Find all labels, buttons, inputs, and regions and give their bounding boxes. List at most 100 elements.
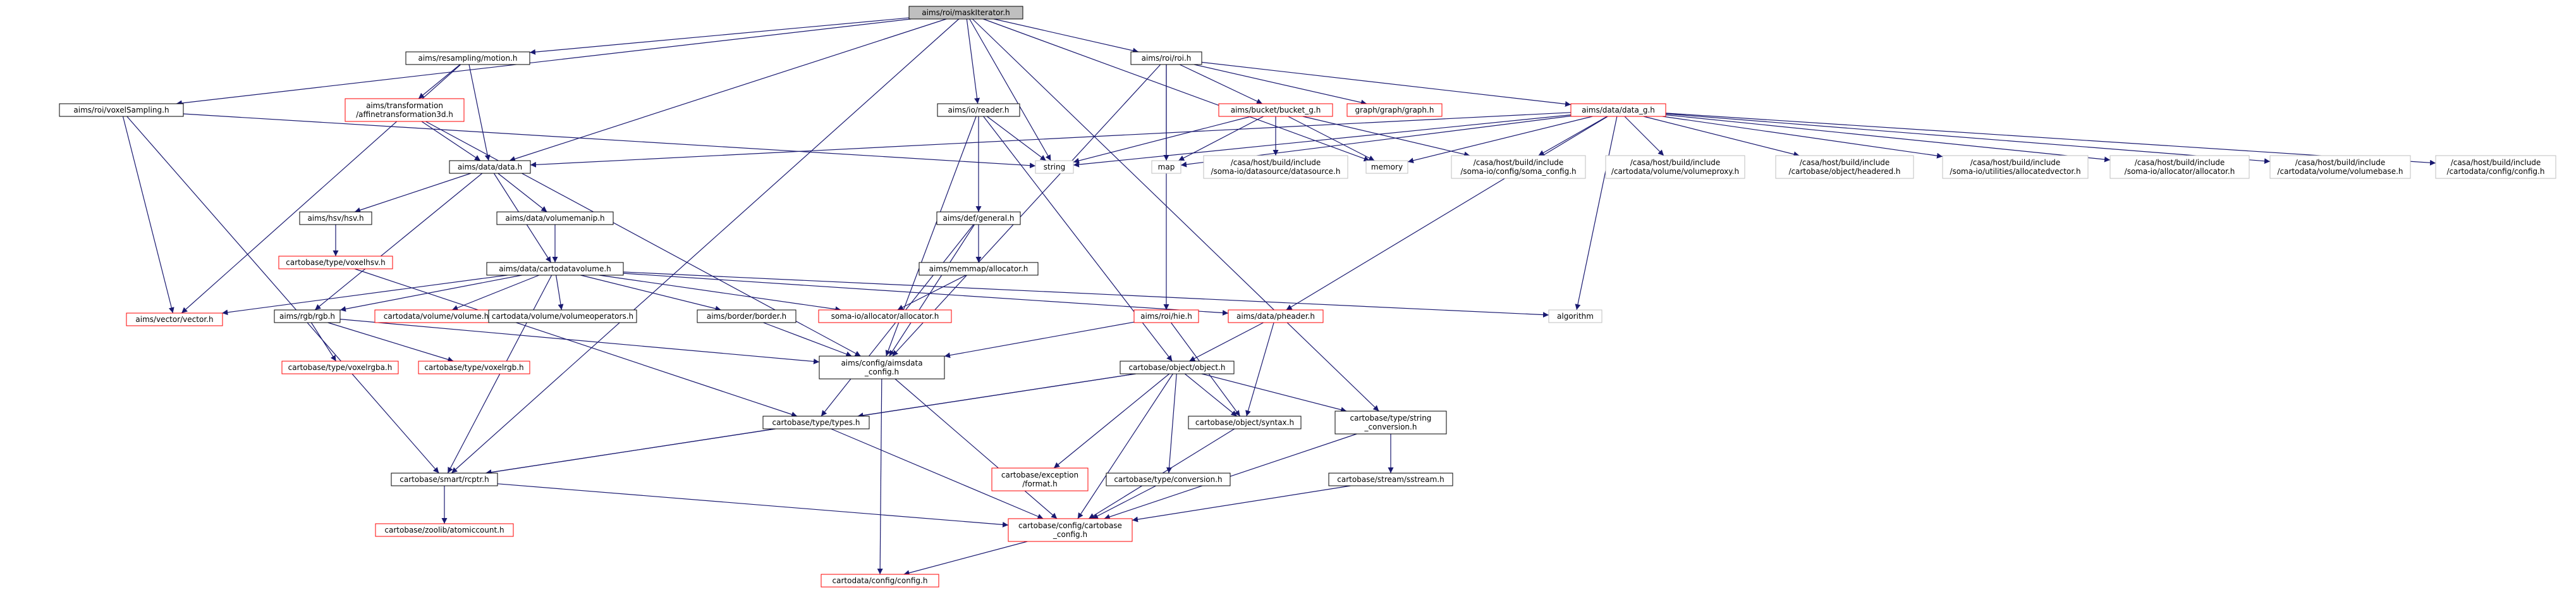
node-conv[interactable]: cartobase/type/conversion.h: [1106, 472, 1231, 486]
edge-cartovol-to-somaalloc: [599, 275, 841, 312]
node-hsv[interactable]: aims/hsv/hsv.h: [299, 211, 372, 225]
node-volbase: /casa/host/build/include/cartodata/volum…: [2269, 155, 2411, 179]
node-volmanip[interactable]: aims/data/volumemanip.h: [496, 211, 614, 225]
edge-types-to-cbconfig: [831, 428, 1044, 519]
edge-bucket-to-somaconfig: [1302, 116, 1470, 157]
node-box-cdconfig: [2435, 155, 2556, 179]
node-label-volproxy-0: /casa/host/build/include: [1630, 158, 1721, 167]
node-types[interactable]: cartobase/type/types.h: [762, 416, 870, 429]
edge-cartovol-to-border: [580, 275, 721, 312]
edge-roih-to-bucket: [1179, 64, 1263, 104]
node-label-cdconf2-0: cartodata/config/config.h: [833, 576, 928, 585]
node-label-aimsdata-1: _config.h: [864, 367, 899, 376]
node-border[interactable]: aims/border/border.h: [697, 309, 797, 323]
node-aimsdata[interactable]: aims/config/aimsdata_config.h: [819, 355, 945, 380]
edge-aimsdata-to-cbconfig: [894, 378, 1058, 519]
node-cbconfig[interactable]: cartobase/config/cartobase_config.h: [1008, 518, 1133, 542]
edge-aimsdata-to-cdconf2: [877, 378, 883, 575]
edge-voxhsv-to-types: [354, 268, 798, 417]
node-label-types-0: cartobase/type/types.h: [772, 418, 860, 427]
edge-datah-to-rgb: [314, 173, 483, 311]
node-strconv[interactable]: cartobase/type/string_conversion.h: [1334, 411, 1447, 435]
node-pheader[interactable]: aims/data/pheader.h: [1228, 309, 1324, 323]
node-sstream[interactable]: cartobase/stream/sstream.h: [1328, 472, 1453, 486]
node-cdconf2[interactable]: cartodata/config/config.h: [821, 574, 939, 588]
node-rgb[interactable]: aims/rgb/rgb.h: [274, 309, 341, 323]
node-roih[interactable]: aims/roi/roi.h: [1130, 51, 1202, 65]
node-box-general: [936, 211, 1021, 225]
node-mmap[interactable]: aims/memmap/allocator.h: [919, 262, 1039, 276]
node-box-conv: [1106, 472, 1231, 486]
edge-roih-to-graphg: [1193, 64, 1367, 106]
node-affine[interactable]: aims/transformation/affinetransformation…: [345, 98, 465, 122]
node-fwd[interactable]: aims/roi/hie.h: [1133, 309, 1199, 323]
node-somaconfig: /casa/host/build/include/soma-io/config/…: [1451, 155, 1586, 179]
node-voxrgba[interactable]: cartobase/type/voxelrgba.h: [281, 361, 399, 374]
node-bucket[interactable]: aims/bucket/bucket_g.h: [1218, 103, 1333, 117]
node-label-conv-0: cartobase/type/conversion.h: [1114, 475, 1222, 484]
node-label-resamp-0: aims/resampling/motion.h: [418, 54, 517, 63]
node-vecvec[interactable]: aims/vector/vector.h: [126, 312, 223, 326]
node-label-volproxy-1: /cartodata/volume/volumeproxy.h: [1611, 167, 1739, 176]
node-label-somaalloc-0: soma-io/allocator/allocator.h: [831, 312, 939, 321]
node-datag[interactable]: aims/data/data_g.h: [1570, 103, 1666, 117]
node-label-datasource-0: /casa/host/build/include: [1231, 158, 1321, 167]
node-box-graphg: [1346, 103, 1443, 117]
node-label-headered-0: /casa/host/build/include: [1800, 158, 1890, 167]
node-resamp[interactable]: aims/resampling/motion.h: [405, 51, 530, 65]
node-label-vecvec-0: aims/vector/vector.h: [135, 315, 213, 324]
node-box-syntax: [1188, 416, 1302, 429]
node-voxrgb[interactable]: cartobase/type/voxelrgb.h: [418, 361, 530, 374]
node-somaalloc[interactable]: soma-io/allocator/allocator.h: [818, 309, 952, 323]
edge-objobj-to-cbconfig: [1077, 373, 1173, 519]
node-label-headered-1: /cartobase/object/headered.h: [1788, 167, 1900, 176]
node-box-somaalloc: [818, 309, 952, 323]
node-box-objobj: [1120, 361, 1235, 374]
node-label-volbase-0: /casa/host/build/include: [2295, 158, 2386, 167]
node-label-exfmt-0: cartobase/exception: [1001, 471, 1078, 479]
node-voxsamp[interactable]: aims/roi/voxelSampling.h: [59, 103, 184, 117]
node-label-datag-0: aims/data/data_g.h: [1582, 106, 1655, 114]
node-box-ioreader: [937, 103, 1020, 117]
node-label-border-0: aims/border/border.h: [707, 312, 786, 321]
node-box-memory: [1365, 160, 1408, 174]
node-datah[interactable]: aims/data/data.h: [449, 160, 531, 174]
edge-root-to-strconv: [972, 18, 1379, 412]
node-label-bucket-0: aims/bucket/bucket_g.h: [1231, 106, 1321, 114]
edge-rgb-to-voxrgba: [310, 322, 337, 362]
edge-sstream-to-cbconfig: [1132, 485, 1351, 522]
node-ioreader[interactable]: aims/io/reader.h: [937, 103, 1020, 117]
node-voxhsv[interactable]: cartobase/type/voxelhsv.h: [278, 256, 393, 269]
node-label-pheader-0: aims/data/pheader.h: [1236, 312, 1315, 321]
node-algorithm: algorithm: [1548, 309, 1602, 323]
node-label-voxsamp-0: aims/roi/voxelSampling.h: [73, 106, 169, 114]
node-volops[interactable]: cartodata/volume/volumeoperators.h: [488, 309, 637, 323]
node-label-cdconfig-1: /cartodata/config/config.h: [2447, 167, 2545, 176]
edge-cbconfig-to-cdconf2: [903, 541, 1028, 576]
node-cartovol[interactable]: aims/data/cartodatavolume.h: [486, 262, 624, 276]
edge-border-to-aimsdata: [763, 322, 852, 357]
node-box-vecvec: [126, 312, 223, 326]
header-nodes: aims/roi/maskIterator.haims/resampling/m…: [59, 6, 2556, 588]
node-label-map-0: map: [1158, 163, 1175, 171]
node-atomic[interactable]: cartobase/zoolib/atomiccount.h: [375, 523, 514, 537]
node-general[interactable]: aims/def/general.h: [936, 211, 1021, 225]
edge-datag-to-memory: [1407, 116, 1593, 164]
node-label-affine-1: /affinetransformation3d.h: [356, 110, 453, 119]
edge-resamp-to-affine: [418, 64, 461, 99]
node-graphg[interactable]: graph/graph/graph.h: [1346, 103, 1443, 117]
node-syntax[interactable]: cartobase/object/syntax.h: [1188, 416, 1302, 429]
node-cdvol[interactable]: cartodata/volume/volume.h: [374, 309, 498, 323]
node-label-string-0: string: [1044, 163, 1065, 171]
node-box-roih: [1130, 51, 1202, 65]
node-box-map: [1151, 160, 1181, 174]
node-objobj[interactable]: cartobase/object/object.h: [1120, 361, 1235, 374]
edge-bucket-to-map: [1178, 116, 1264, 161]
node-allocvec: /casa/host/build/include/soma-io/utiliti…: [1942, 155, 2089, 179]
edge-objobj-to-conv: [1166, 373, 1177, 474]
node-label-fwd-0: aims/roi/hie.h: [1140, 312, 1192, 321]
edge-datag-to-algorithm: [1575, 116, 1618, 311]
node-label-hsv-0: aims/hsv/hsv.h: [307, 214, 363, 223]
node-rcptr[interactable]: cartobase/smart/rcptr.h: [391, 472, 498, 486]
node-exfmt[interactable]: cartobase/exception/format.h: [991, 467, 1089, 491]
